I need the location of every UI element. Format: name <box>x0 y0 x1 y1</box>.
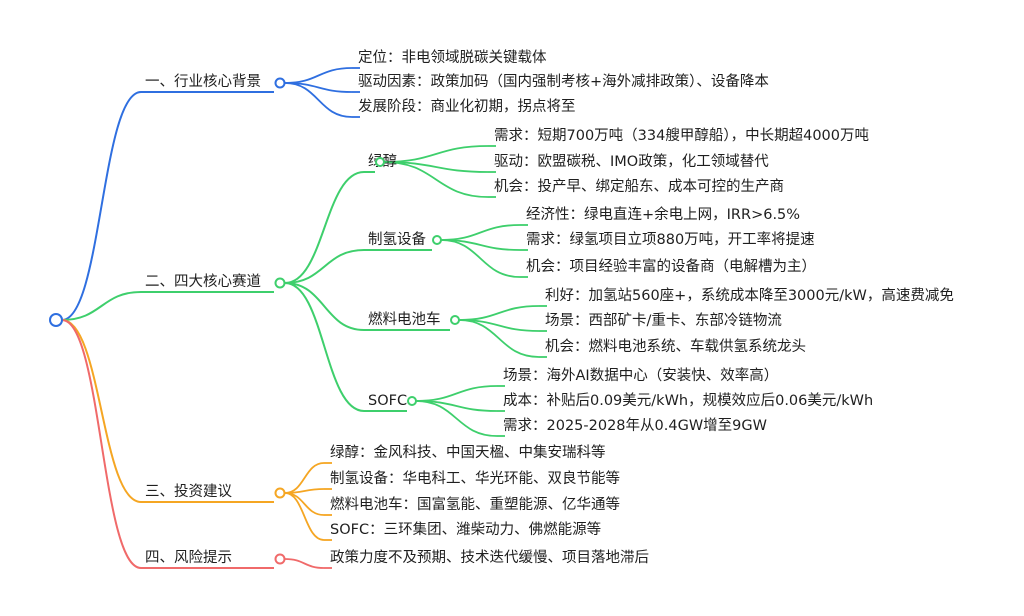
connector-line <box>458 305 540 321</box>
mindmap-nodes: 一、行业核心背景 定位：非电领域脱碳关键载体驱动因素：政策加码（国内强制考核+海外… <box>49 49 954 566</box>
branch-label: 二、四大核心赛道 <box>145 273 261 290</box>
connector-line <box>383 161 489 198</box>
track-node[interactable] <box>432 235 442 245</box>
connector-line <box>284 492 325 541</box>
leaf-label: 成本：补贴后0.09美元/kWh，规模效应后0.06美元/kWh <box>503 391 873 409</box>
branch-label: 三、投资建议 <box>145 483 232 500</box>
leaf-label: 制氢设备：华电科工、华光环能、双良节能等 <box>330 469 620 487</box>
branch-label: 四、风险提示 <box>145 549 232 566</box>
leaf-label: 需求：2025-2028年从0.4GW增至9GW <box>503 417 767 434</box>
track-node[interactable] <box>450 315 460 325</box>
leaf-label: 机会：燃料电池系统、车载供氢系统龙头 <box>545 337 806 355</box>
connector-line <box>284 82 353 118</box>
connector-line <box>61 319 142 569</box>
leaf-label: 场景：海外AI数据中心（安装快、效率高） <box>503 367 778 384</box>
leaf-label: 需求：绿氢项目立项880万吨，开工率将提速 <box>526 231 815 248</box>
leaf-label: 场景：西部矿卡/重卡、东部冷链物流 <box>545 312 782 329</box>
leaf-label: 定位：非电领域脱碳关键载体 <box>358 49 547 66</box>
leaf-label: 绿醇：金风科技、中国天楹、中集安瑞科等 <box>330 443 606 461</box>
mindmap-edges <box>61 67 547 569</box>
leaf-label: 驱动：欧盟碳税、IMO政策，化工领域替代 <box>494 153 769 170</box>
track-label: 制氢设备 <box>368 231 426 248</box>
branch-node[interactable] <box>274 277 286 289</box>
connector-line <box>284 282 365 331</box>
leaf-label: 驱动因素：政策加码（国内强制考核+海外减排政策）、设备降本 <box>358 73 769 90</box>
track-label: 燃料电池车 <box>368 310 441 328</box>
connector-line <box>61 91 142 321</box>
connector-line <box>383 145 489 163</box>
connector-line <box>440 239 521 278</box>
leaf-label: 燃料电池车：国富氢能、重塑能源、亿华通等 <box>330 495 620 513</box>
connector-line <box>415 400 498 437</box>
connector-line <box>284 249 365 284</box>
connector-line <box>284 558 325 569</box>
track-node[interactable] <box>407 396 417 406</box>
branch-label: 一、行业核心背景 <box>145 73 261 90</box>
track-node[interactable] <box>375 157 385 167</box>
connector-line <box>284 282 365 412</box>
leaf-label: 机会：投产早、绑定船东、成本可控的生产商 <box>494 178 784 195</box>
leaf-label: 利好：加氢站560座+，系统成本降至3000元/kW，高速费减免 <box>545 287 954 304</box>
root-node[interactable] <box>49 313 63 327</box>
leaf-label: 经济性：绿电直连+余电上网，IRR>6.5% <box>526 205 800 223</box>
leaf-label: 发展阶段：商业化初期，拐点将至 <box>358 98 576 115</box>
connector-line <box>61 319 142 503</box>
track-label: SOFC <box>368 393 407 409</box>
connector-line <box>415 385 498 402</box>
leaf-label: 需求：短期700万吨（334艘甲醇船），中长期超4000万吨 <box>494 127 869 144</box>
connector-line <box>458 319 540 358</box>
leaf-label: SOFC：三环集团、潍柴动力、佛燃能源等 <box>330 520 601 538</box>
branch-node[interactable] <box>274 487 286 499</box>
connector-line <box>284 492 325 516</box>
leaf-label: 政策力度不及预期、技术迭代缓慢、项目落地滞后 <box>330 549 649 566</box>
connector-line <box>284 67 353 84</box>
connector-line <box>284 171 365 284</box>
leaf-label: 机会：项目经验丰富的设备商（电解槽为主） <box>526 257 816 275</box>
branch-node[interactable] <box>274 553 286 565</box>
branch-node[interactable] <box>274 77 286 89</box>
connector-line <box>440 224 521 241</box>
connector-line <box>61 291 142 321</box>
